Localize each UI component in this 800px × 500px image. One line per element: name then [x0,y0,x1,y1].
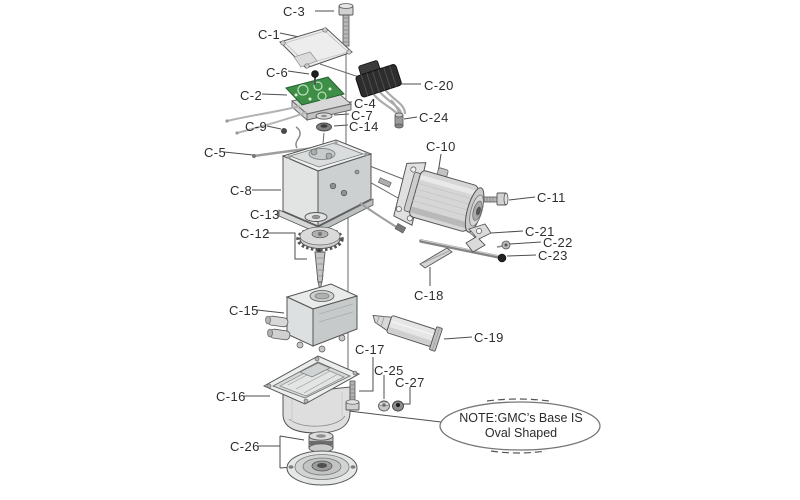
worm-shaft-c12 [314,251,326,291]
part-label-c25: C-25 [374,363,404,378]
button-c6 [311,70,319,85]
gear-c12 [296,226,344,252]
housing-c8 [278,139,374,234]
part-label-c21: C-21 [525,224,555,239]
cover-plate-c1 [279,27,353,69]
connector-c20 [355,60,402,98]
pin-c18 [419,247,453,269]
note-line-1: NOTE:GMC’s Base IS [459,411,583,425]
washer-c7 [315,112,333,120]
motor-c10 [393,162,485,233]
part-label-c2: C-2 [240,88,263,103]
note-callout [439,398,601,454]
part-label-c23: C-23 [538,248,568,263]
bearing-c26 [308,431,334,453]
lead-wires [226,105,308,134]
rod-c23 [419,239,507,263]
washer-c13 [304,212,328,222]
part-label-c9: C-9 [245,119,268,134]
grommet-clip-c9 [281,126,301,149]
bolt-c11 [483,192,509,206]
mounting-stud [377,177,392,188]
note-text: NOTE:GMC’s Base IS Oval Shaped [442,411,600,441]
part-label-c24: C-24 [419,110,449,125]
terminal-c24 [390,99,404,129]
note-line-2: Oval Shaped [484,426,558,440]
part-label-c16: C-16 [216,389,246,404]
part-label-c13: C-13 [250,207,280,222]
part-label-c11: C-11 [537,190,566,205]
base-c16 [262,355,361,434]
part-label-c12: C-12 [240,226,270,241]
flange-plate-c26 [286,450,358,486]
part-label-c4: C-4 [354,96,377,111]
part-label-c22: C-22 [543,235,573,250]
part-label-c17: C-17 [355,342,385,357]
bolt-c17 [345,380,360,411]
part-label-c27: C-27 [395,375,425,390]
grease-tube-c19 [372,314,443,352]
part-label-c1: C-1 [258,27,281,42]
bolt-c3 [338,3,354,47]
gearbox-c15 [265,283,359,353]
nut-c27 [392,400,404,412]
part-label-c18: C-18 [414,288,444,303]
part-label-c20: C-20 [424,78,454,93]
part-label-c6: C-6 [266,65,289,80]
part-label-c7: C-7 [351,108,374,123]
wire-end [225,119,229,123]
wire-end [235,131,239,135]
part-label-c15: C-15 [229,303,259,318]
part-label-c8: C-8 [230,183,253,198]
part-label-c26: C-26 [230,439,260,454]
bracket-c21 [465,223,492,253]
part-label-c5: C-5 [204,145,227,160]
part-label-c3: C-3 [283,4,306,19]
part-label-c14: C-14 [349,119,379,134]
motor-wire-plug [394,222,407,234]
part-label-c19: C-19 [474,330,504,345]
motor-wire [359,202,399,229]
nut-c14 [316,122,332,132]
nut-c25 [378,400,390,412]
screw-c22 [496,240,511,250]
part-label-c10: C-10 [426,139,456,154]
